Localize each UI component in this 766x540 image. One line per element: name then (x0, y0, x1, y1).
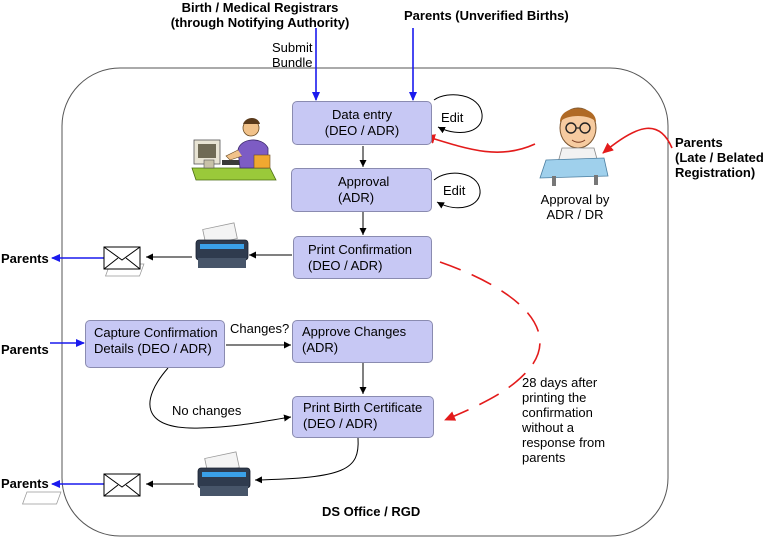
days-note-line-5: response from (522, 435, 606, 450)
registrars-label: Birth / Medical Registrars (through Noti… (160, 0, 360, 30)
approve-changes-role: (ADR) (302, 340, 339, 355)
late-line-2: (Late / Belated (675, 150, 764, 165)
approval-title: Approval (338, 174, 390, 189)
envelope-icon (103, 473, 141, 497)
office-boundary (61, 67, 669, 537)
capture-confirmation-box: Capture Confirmation Details (DEO / ADR) (85, 320, 225, 368)
computer-operator-icon (191, 118, 277, 181)
print-certificate-title: Print Birth Certificate (303, 400, 423, 415)
arrow-late-parents-to-reviewer (602, 127, 673, 154)
no-changes-label: No changes (172, 403, 242, 418)
parents-unverified-label: Parents (Unverified Births) (404, 8, 569, 23)
arrow-certificate-to-printer (254, 437, 359, 484)
envelope-icon (103, 246, 141, 270)
days-note-line-4: without a (522, 420, 575, 435)
approve-changes-box: Approve Changes (ADR) (292, 320, 433, 363)
parents-output-label-2: Parents (1, 476, 49, 491)
printer-icon (22, 451, 251, 505)
office-label: DS Office / RGD (322, 504, 421, 519)
data-entry-box: Data entry (DEO / ADR) (292, 101, 432, 145)
late-line-3: Registration) (675, 165, 756, 180)
print-confirmation-title: Print Confirmation (308, 242, 413, 257)
changes-label: Changes? (230, 321, 290, 336)
capture-confirmation-title: Capture Confirmation (94, 325, 218, 340)
submit-line: Submit (272, 40, 313, 55)
late-line-1: Parents (675, 135, 723, 150)
bundle-line: Bundle (272, 55, 313, 70)
registrars-line-1: Birth / Medical Registrars (181, 0, 339, 15)
reviewer-icon (539, 107, 609, 186)
registrars-line-2: (through Notifying Authority) (170, 15, 350, 30)
print-certificate-role: (DEO / ADR) (303, 416, 378, 431)
approval-by-label: Approval by ADR / DR (530, 192, 620, 222)
late-registration-label: Parents (Late / Belated Registration) (675, 135, 764, 180)
days-note: 28 days after printing the confirmation … (522, 375, 605, 465)
edit-loop-2 (433, 172, 481, 209)
approval-by-line-1: Approval by (540, 192, 610, 207)
print-confirmation-role: (DEO / ADR) (308, 258, 383, 273)
arrow-reviewer-to-data-entry (424, 134, 536, 153)
print-confirmation-box: Print Confirmation (DEO / ADR) (293, 236, 432, 279)
submit-bundle-label: Submit Bundle (272, 40, 312, 70)
days-note-line-6: parents (522, 450, 566, 465)
approval-box: Approval (ADR) (291, 168, 432, 212)
parents-input-label: Parents (1, 342, 49, 357)
approve-changes-title: Approve Changes (302, 324, 407, 339)
days-note-line-1: 28 days after (522, 375, 598, 390)
days-note-line-2: printing the (522, 390, 587, 405)
days-note-line-3: confirmation (522, 405, 593, 420)
approval-by-line-2: ADR / DR (546, 207, 604, 222)
approval-role: (ADR) (338, 190, 375, 205)
parents-output-label-1: Parents (1, 251, 49, 266)
edit-label-2: Edit (443, 183, 466, 198)
arrow-no-changes (149, 367, 292, 429)
arrow-28-days-dashed (439, 261, 541, 421)
data-entry-title: Data entry (332, 107, 392, 122)
print-certificate-box: Print Birth Certificate (DEO / ADR) (292, 396, 434, 438)
capture-confirmation-role: Details (DEO / ADR) (94, 341, 212, 356)
edit-loop-1 (433, 94, 483, 134)
data-entry-role: (DEO / ADR) (324, 123, 400, 138)
edit-label-1: Edit (441, 110, 464, 125)
